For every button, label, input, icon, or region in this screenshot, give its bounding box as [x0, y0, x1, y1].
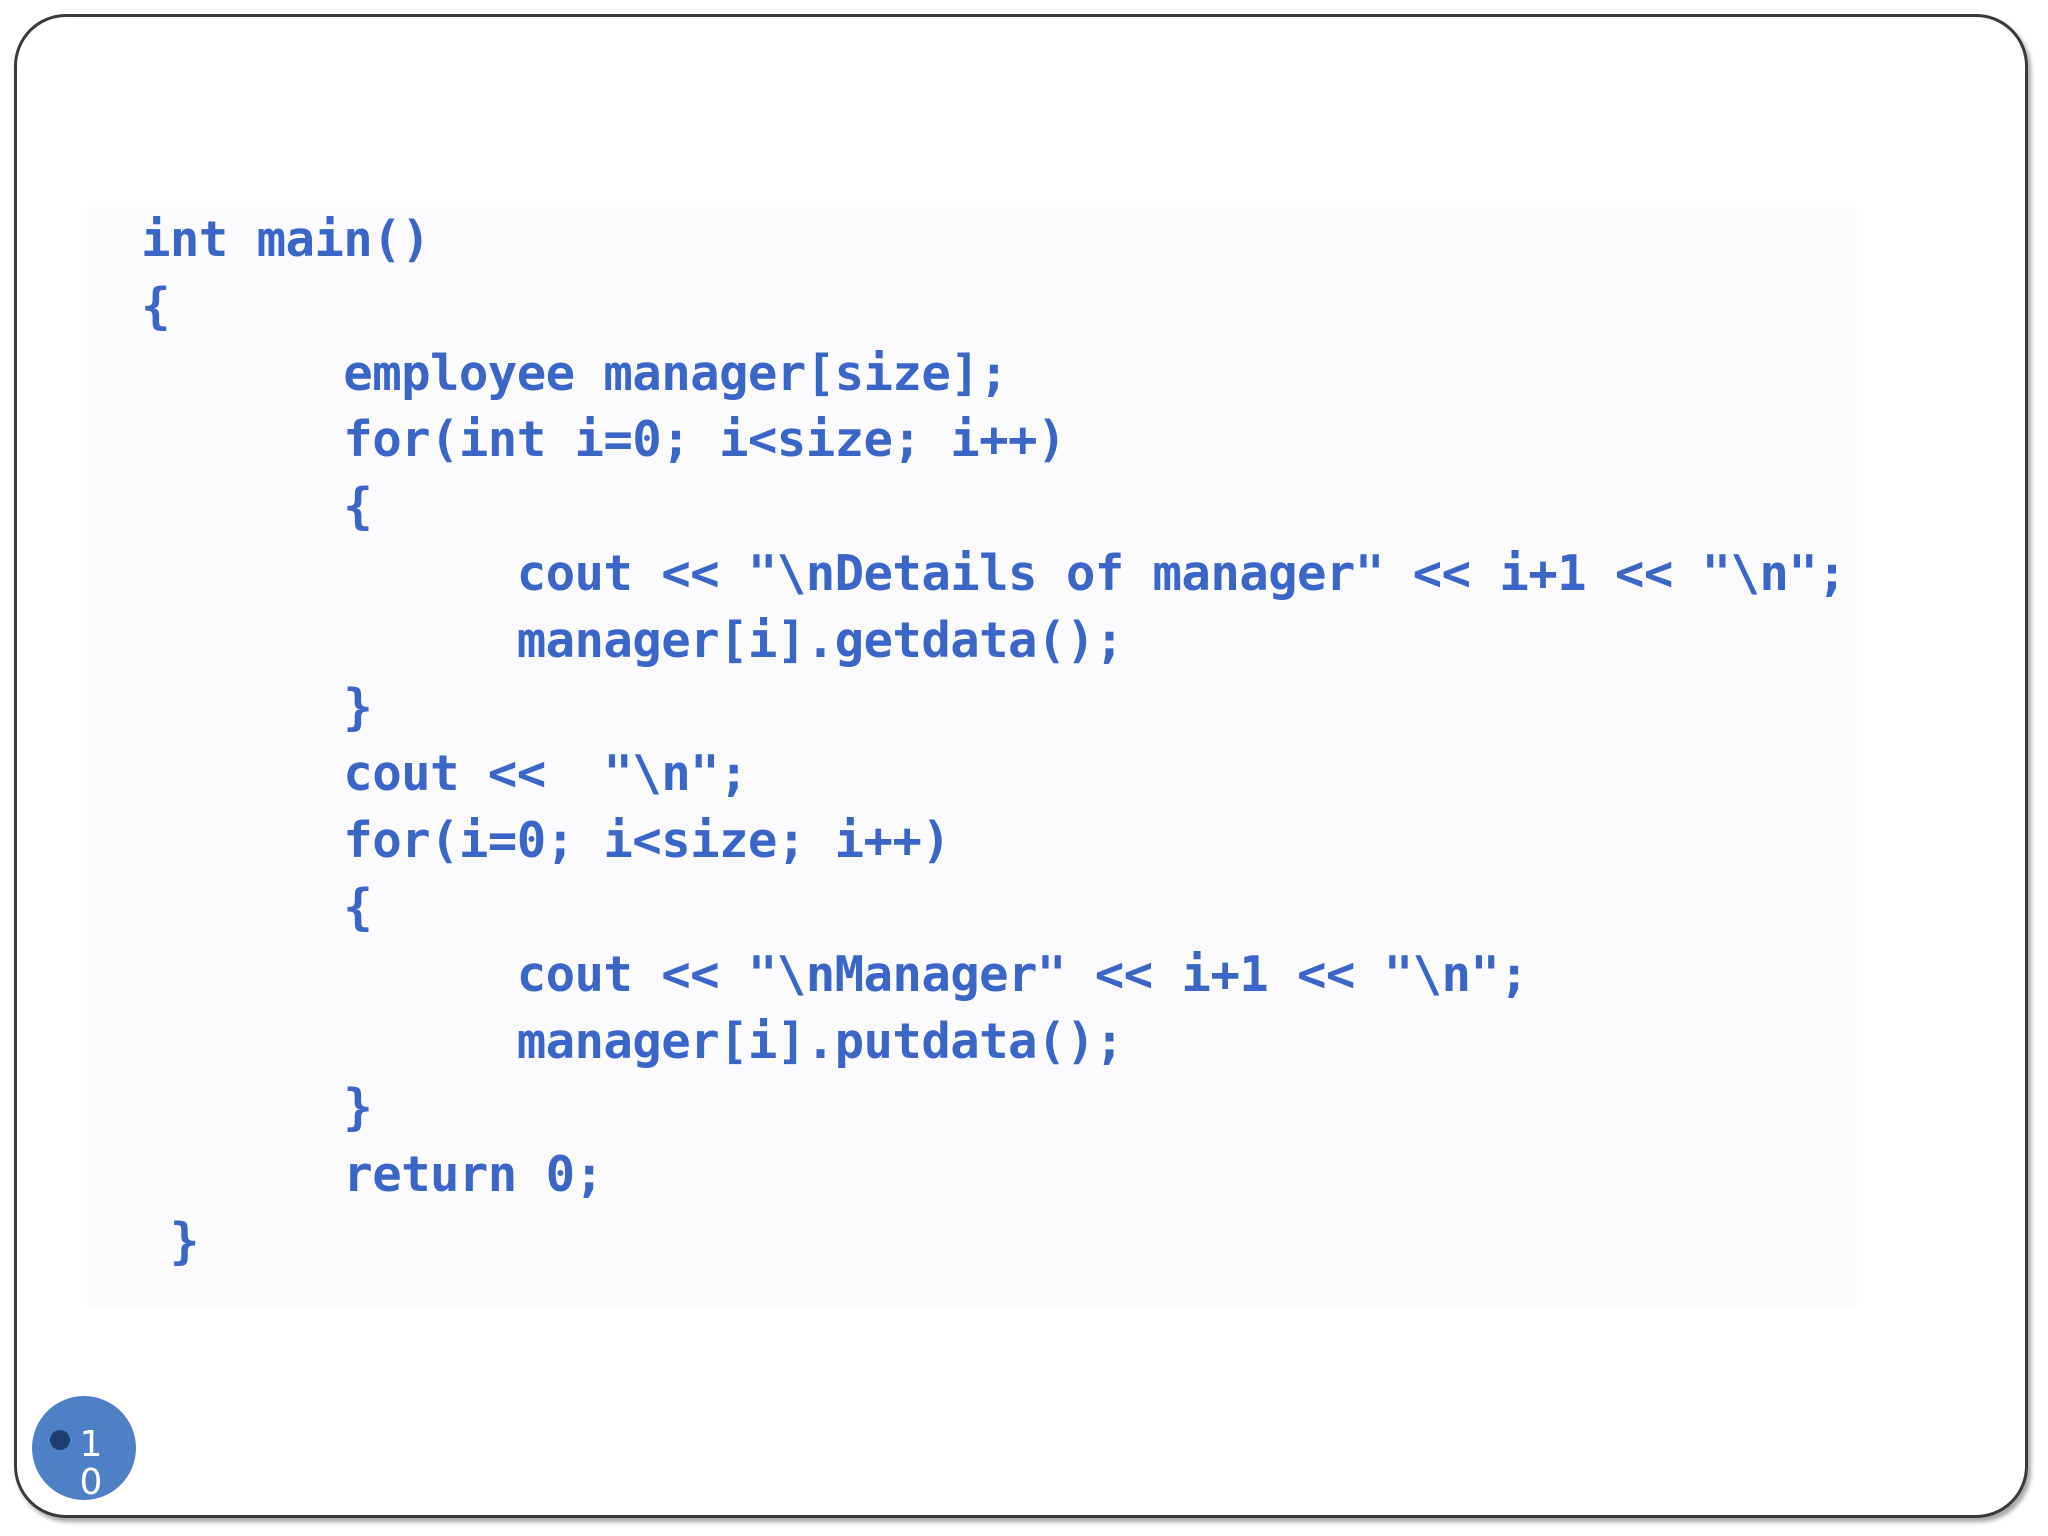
code-line: manager[i].getdata();: [141, 611, 1125, 669]
code-line: }: [141, 1079, 373, 1137]
slide-frame: int main() { employee manager[size]; for(…: [14, 14, 2028, 1518]
code-line: int main(): [141, 211, 431, 268]
code-line: for(int i=0; i<size; i++): [141, 411, 1066, 469]
code-line: for(i=0; i<size; i++): [141, 812, 951, 870]
code-block: int main() { employee manager[size]; for(…: [141, 207, 1847, 1276]
code-line: }: [141, 1212, 200, 1270]
code-line: {: [141, 277, 171, 335]
code-line: {: [141, 878, 373, 936]
code-screenshot: int main() { employee manager[size]; for(…: [87, 207, 1857, 1307]
code-line: cout << "\nDetails of manager" << i+1 <<…: [141, 544, 1847, 602]
slide-number: 103: [79, 1424, 103, 1501]
slide-number-badge: 103: [32, 1396, 136, 1500]
code-line: }: [141, 678, 373, 736]
code-line: cout << "\nManager" << i+1 << "\n";: [141, 945, 1529, 1003]
code-line: cout << "\n";: [141, 745, 748, 803]
code-line: manager[i].putdata();: [141, 1012, 1125, 1070]
bullet-dot-icon: [50, 1430, 70, 1450]
code-line: employee manager[size];: [141, 344, 1009, 402]
code-line: return 0;: [141, 1146, 604, 1204]
code-line: {: [141, 478, 373, 536]
